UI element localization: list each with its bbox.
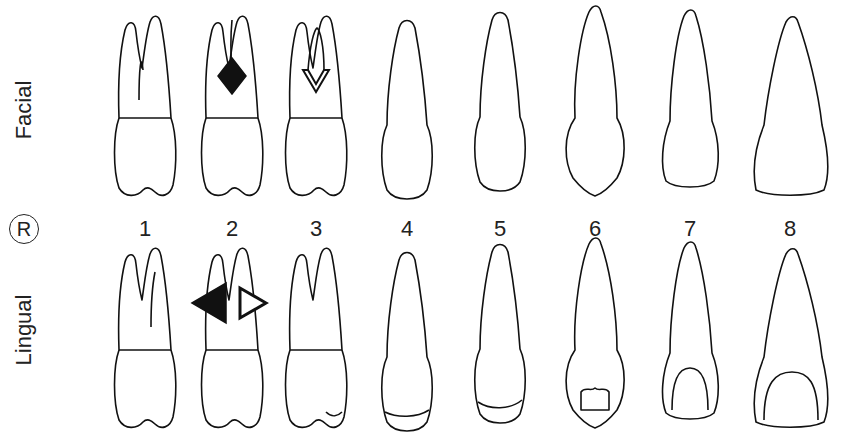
tooth — [115, 16, 176, 195]
filled-triangle — [192, 283, 226, 323]
open-triangle — [240, 288, 266, 318]
side-letter: R — [17, 219, 31, 239]
tooth-number: 7 — [684, 218, 696, 240]
tooth — [754, 249, 828, 428]
view-label: Lingual — [13, 295, 35, 366]
tooth — [286, 248, 347, 427]
tooth — [382, 253, 433, 432]
tooth — [566, 6, 624, 196]
tooth — [202, 248, 263, 427]
tooth — [663, 242, 719, 419]
tooth — [663, 10, 719, 187]
tooth-number: 8 — [784, 218, 796, 240]
tooth — [475, 13, 526, 192]
tooth — [566, 238, 624, 428]
filled-diamond — [218, 58, 246, 94]
tooth — [754, 17, 828, 196]
tooth-number: 5 — [494, 218, 506, 240]
open-chevron — [303, 70, 329, 92]
tooth-number: 2 — [226, 218, 238, 240]
circle-marker: R — [9, 214, 39, 244]
tooth-number: 6 — [589, 218, 601, 240]
tooth-number: 1 — [139, 218, 151, 240]
tooth-number: 4 — [401, 218, 413, 240]
tooth — [202, 16, 263, 195]
tooth — [382, 21, 433, 200]
tooth — [286, 16, 347, 195]
tooth — [115, 248, 176, 427]
tooth-number: 3 — [310, 218, 322, 240]
view-label: Facial — [13, 81, 35, 140]
tooth — [475, 245, 526, 424]
